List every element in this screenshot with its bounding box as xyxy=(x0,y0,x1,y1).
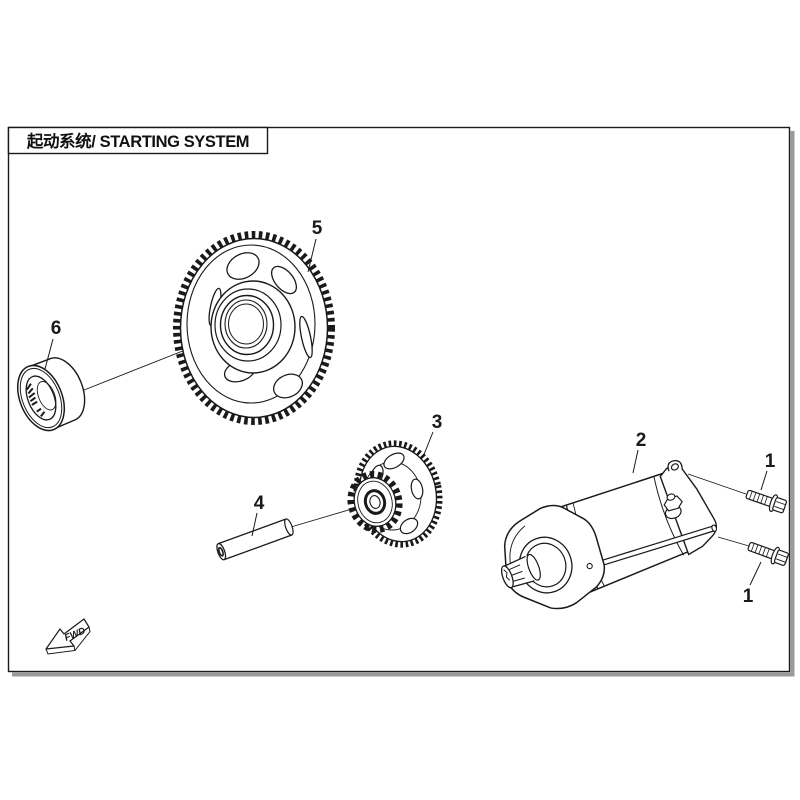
callout-label-1-lower: 1 xyxy=(743,586,754,607)
front-plate-hole-right xyxy=(586,562,593,570)
bearing-bore xyxy=(25,375,57,421)
leader-line-5 xyxy=(307,238,317,273)
shaft-end-splines xyxy=(503,569,511,581)
idler-hole-top xyxy=(383,452,405,470)
pinion-bore xyxy=(369,495,381,509)
gear-teeth-ring xyxy=(173,231,335,425)
leader-line-1-upper xyxy=(760,470,768,491)
callout-label-4: 4 xyxy=(254,493,265,514)
idler-pinion xyxy=(347,470,403,534)
gear-hole-upper-right xyxy=(270,265,298,295)
pin-bore-hole xyxy=(217,546,224,557)
leader-line-4 xyxy=(251,512,258,537)
callout-label-1-upper: 1 xyxy=(765,451,776,472)
callout-6: 6 xyxy=(44,318,62,370)
bolt-threads xyxy=(749,491,768,505)
tie-rod-bottom xyxy=(597,530,715,568)
callout-3: 3 xyxy=(422,412,443,458)
leader-line-1-lower xyxy=(749,561,762,586)
leader-line-2 xyxy=(632,449,639,474)
gear-lightening-holes xyxy=(208,252,313,399)
shaft-bottom-edge xyxy=(510,580,535,588)
shaft-end-face xyxy=(500,565,514,589)
gear-bore-outer xyxy=(219,294,275,356)
tie-rod-end xyxy=(711,524,718,532)
idler-hole-right xyxy=(410,478,424,500)
callout-2: 2 xyxy=(632,430,647,474)
motor-seam-rear xyxy=(653,476,685,556)
motor-mount-ear-hole xyxy=(670,463,679,471)
axis-motor-to-bolt-upper xyxy=(687,473,747,495)
gear-bore-mid xyxy=(224,299,268,349)
bolt-threads xyxy=(750,543,770,558)
fwd-arrow-underside xyxy=(45,626,91,655)
tie-rod-top xyxy=(595,525,713,563)
shaft-collar xyxy=(526,553,541,581)
pinion-face-ring xyxy=(357,480,393,524)
callout-1-lower: 1 xyxy=(743,561,762,607)
gear-hub xyxy=(210,280,296,374)
title-block: 起动系统/ STARTING SYSTEM xyxy=(7,126,269,155)
pin-bottom-edge xyxy=(223,534,293,561)
shaft-top-edge xyxy=(503,555,526,568)
frame-shadow-bottom xyxy=(12,672,795,677)
callout-label-2: 2 xyxy=(636,430,647,451)
drawing-frame xyxy=(7,126,795,677)
motor-spline-shaft xyxy=(500,553,541,589)
callout-4: 4 xyxy=(251,493,265,537)
gear-slot-right xyxy=(299,315,313,359)
bearing-front-ring xyxy=(19,367,63,429)
frame-shadow-right xyxy=(790,131,795,676)
callout-1-upper: 1 xyxy=(760,451,776,491)
bearing-bore-back-edge xyxy=(36,381,57,411)
gear-hole-bottom xyxy=(272,373,304,399)
bolt-part-1-lower xyxy=(747,541,789,566)
callout-label-3: 3 xyxy=(432,412,443,433)
gear-web-step xyxy=(186,244,316,404)
driven-gear-part-5 xyxy=(173,231,335,425)
terminal-stud-top xyxy=(666,493,676,501)
page-title: 起动系统/ STARTING SYSTEM xyxy=(26,131,249,151)
callout-label-6: 6 xyxy=(51,318,62,339)
bearing-needle-rollers xyxy=(26,383,46,417)
gear-hole-top xyxy=(226,252,260,280)
gear-hub-ring xyxy=(214,288,282,362)
bolt-hex-facets xyxy=(776,553,788,563)
callout-5: 5 xyxy=(307,218,323,273)
needle-bearing-part-6 xyxy=(16,357,86,432)
pin-body-fill xyxy=(218,519,292,560)
title-box xyxy=(7,126,269,155)
axis-motor-to-bolt-lower xyxy=(717,536,750,547)
callouts: 5 6 3 4 2 1 1 xyxy=(44,218,776,607)
bolt-part-1-upper xyxy=(745,489,788,514)
leader-line-6 xyxy=(44,338,54,370)
bolt-hex-facets xyxy=(774,501,786,511)
motor-terminal xyxy=(663,493,683,520)
callout-label-5: 5 xyxy=(312,218,323,239)
pin-top-edge xyxy=(218,518,287,545)
starter-motor-part-2 xyxy=(500,459,718,610)
idler-hole-bottom xyxy=(399,517,419,535)
fwd-arrow-body xyxy=(45,618,90,650)
tie-rod-fill xyxy=(595,526,715,567)
frame-border xyxy=(7,126,791,673)
gear-bore-inner xyxy=(228,303,264,345)
leader-line-3 xyxy=(422,431,434,458)
motor-tie-rod xyxy=(595,524,718,568)
pin-part-4 xyxy=(216,518,294,561)
